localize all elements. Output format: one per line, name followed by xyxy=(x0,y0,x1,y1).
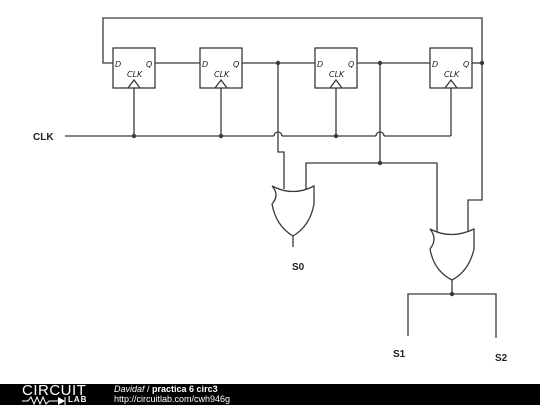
output-s0-label: S0 xyxy=(292,262,305,273)
circuit-title-link[interactable]: practica 6 circ3 xyxy=(152,384,218,394)
ff4-clk-label: CLK xyxy=(444,70,460,79)
author-link[interactable]: Davidaf xyxy=(114,384,145,394)
junction-clk-ff1 xyxy=(131,133,137,139)
logo-top-text: CIRCUIT xyxy=(22,382,87,399)
ff1-d-label: D xyxy=(115,60,121,69)
circuit-url-link[interactable]: http://circuitlab.com/cwh946g xyxy=(114,394,231,404)
ff4-d-label: D xyxy=(432,60,438,69)
feedback-wire xyxy=(102,17,483,64)
ff1-clk-label: CLK xyxy=(127,70,143,79)
tap-q3-to-or0 xyxy=(305,63,381,189)
junction-output-split xyxy=(449,291,455,297)
footer-meta: Davidaf / practica 6 circ3 http://circui… xyxy=(114,384,230,404)
ff3-q-label: Q xyxy=(348,60,354,69)
output-s2-label: S2 xyxy=(495,353,508,364)
circuitlab-logo[interactable]: CIRCUIT LAB xyxy=(22,382,102,405)
flip-flop-4: D Q CLK xyxy=(429,47,473,89)
ff3-clk-label: CLK xyxy=(329,70,345,79)
clock-label: CLK xyxy=(33,132,54,143)
ff1-q-label: Q xyxy=(146,60,152,69)
flip-flop-2: D Q CLK xyxy=(199,47,243,89)
footer-credit: Davidaf / practica 6 circ3 xyxy=(114,384,230,394)
output-s1-label: S1 xyxy=(393,349,406,360)
credit-separator: / xyxy=(144,384,153,394)
output-branch xyxy=(407,293,497,338)
ff4-q-label: Q xyxy=(463,60,469,69)
ff3-d-label: D xyxy=(317,60,323,69)
junction-clk-ff2 xyxy=(218,133,224,139)
or-gate-s0 xyxy=(271,184,315,237)
tap-q2-to-or0 xyxy=(277,63,285,189)
ff2-clk-label: CLK xyxy=(214,70,230,79)
resistor-wave-icon xyxy=(22,395,66,405)
junction-q4-tap xyxy=(479,60,485,66)
circuit-schematic: D Q CLK D Q CLK D Q CLK D Q CLK CLK S0 S… xyxy=(33,17,508,364)
flip-flop-3: D Q CLK xyxy=(314,47,358,89)
flip-flop-1: D Q CLK xyxy=(112,47,156,89)
footer-bar: CIRCUIT LAB Davidaf / practica 6 circ3 h… xyxy=(0,382,540,405)
or-gate-s1s2 xyxy=(429,227,475,281)
tap-q3-to-or1 xyxy=(380,162,438,233)
junction-q3-tap xyxy=(377,60,383,66)
tap-q4-to-or1 xyxy=(467,63,483,233)
ff2-q-label: Q xyxy=(233,60,239,69)
logo-bottom-text: LAB xyxy=(68,395,88,404)
junction-clk-ff3 xyxy=(333,133,339,139)
junction-q3-split xyxy=(377,160,383,166)
junction-q2-tap xyxy=(275,60,281,66)
ff2-d-label: D xyxy=(202,60,208,69)
